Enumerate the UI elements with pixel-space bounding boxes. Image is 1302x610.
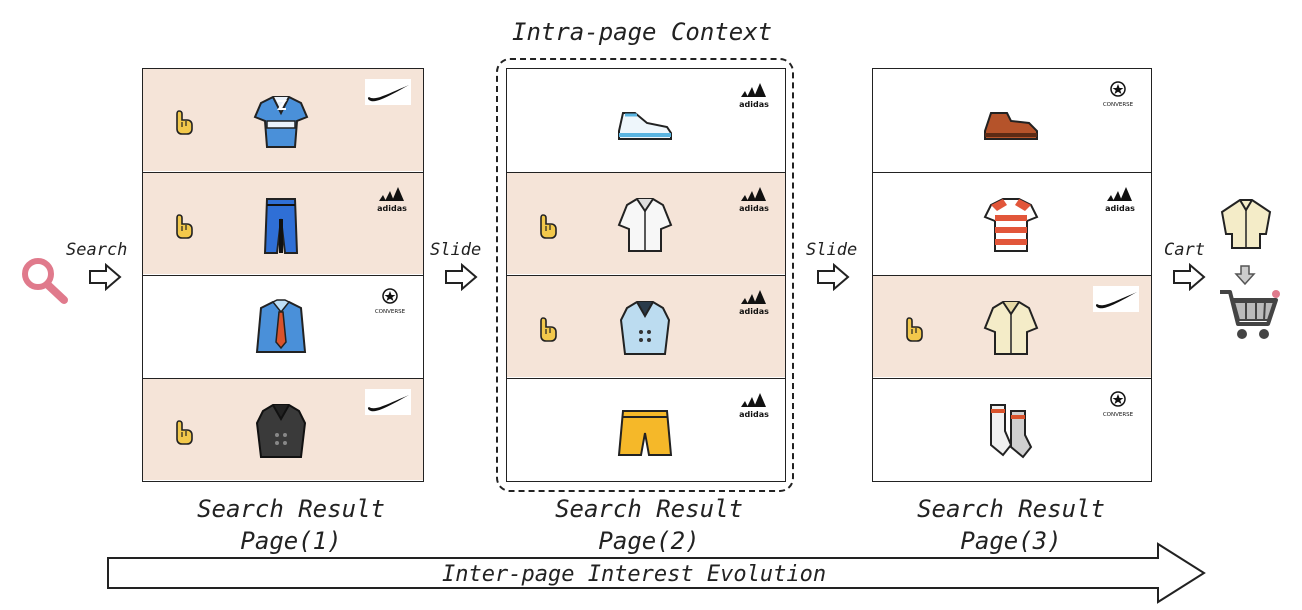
shoe-icon xyxy=(981,91,1041,155)
adidas-logo: adidas xyxy=(735,183,773,217)
svg-text:adidas: adidas xyxy=(739,410,769,419)
page-3-label-line1: Search Result xyxy=(917,495,1105,523)
click-hand-icon xyxy=(537,213,559,243)
click-hand-icon xyxy=(173,213,195,243)
page-2-label-line2: Page(2) xyxy=(598,527,700,555)
page-1-label-line2: Page(1) xyxy=(240,527,342,555)
result-item[interactable] xyxy=(143,69,423,171)
result-item[interactable]: adidas xyxy=(143,172,423,274)
result-item[interactable]: adidas xyxy=(507,378,785,480)
black-coat-icon xyxy=(251,401,311,465)
adidas-logo: adidas xyxy=(1101,183,1139,217)
search-icon xyxy=(22,258,68,304)
socks-icon xyxy=(981,401,1041,465)
search-result-page-2: adidas adidas adidas adidas xyxy=(506,68,786,482)
result-item[interactable]: adidas xyxy=(507,275,785,377)
shirt-tie-icon xyxy=(251,298,311,362)
step-slide-label-2: Slide xyxy=(806,240,858,260)
step-arrow-slide-1 xyxy=(445,263,478,291)
blue-coat-icon xyxy=(615,298,675,362)
nike-logo xyxy=(365,389,411,419)
page-2-label-line1: Search Result xyxy=(555,495,743,523)
result-item[interactable]: CONVERSE xyxy=(143,275,423,377)
step-arrow-slide-2 xyxy=(817,263,850,291)
step-cart-label: Cart xyxy=(1164,240,1205,260)
page-3-label-line2: Page(3) xyxy=(960,527,1062,555)
step-arrow-search xyxy=(89,263,122,291)
svg-text:CONVERSE: CONVERSE xyxy=(1103,102,1134,108)
converse-logo: CONVERSE xyxy=(1097,389,1139,423)
click-hand-icon xyxy=(537,316,559,346)
result-item[interactable] xyxy=(143,378,423,480)
inter-page-arrow xyxy=(107,542,1206,604)
intra-page-context-box xyxy=(496,58,794,492)
page-3-label: Search Result Page(3) xyxy=(862,493,1160,557)
click-hand-icon xyxy=(173,109,195,139)
result-item[interactable] xyxy=(873,275,1151,377)
result-item[interactable]: adidas xyxy=(507,69,785,171)
page-1-label: Search Result Page(1) xyxy=(142,493,440,557)
intra-page-context-title: Intra-page Context xyxy=(512,18,773,46)
svg-text:adidas: adidas xyxy=(739,307,769,316)
down-arrow-icon xyxy=(1234,265,1256,286)
inter-page-label: Inter-page Interest Evolution xyxy=(442,562,827,587)
page-2-label: Search Result Page(2) xyxy=(500,493,798,557)
result-item[interactable]: CONVERSE xyxy=(873,69,1151,171)
converse-logo: CONVERSE xyxy=(369,286,411,320)
step-search-label: Search xyxy=(66,240,128,260)
adidas-logo: adidas xyxy=(735,79,773,113)
svg-text:adidas: adidas xyxy=(377,204,407,213)
adidas-logo: adidas xyxy=(735,389,773,423)
adidas-logo: adidas xyxy=(373,183,411,217)
kimono-icon xyxy=(251,91,311,155)
white-shirt-icon xyxy=(615,195,675,259)
result-item[interactable]: adidas xyxy=(507,172,785,274)
shorts-icon xyxy=(615,401,675,465)
converse-logo: CONVERSE xyxy=(1097,79,1139,113)
svg-text:adidas: adidas xyxy=(1105,204,1135,213)
shopping-cart-icon xyxy=(1220,290,1280,339)
striped-tshirt-icon xyxy=(981,195,1041,259)
jeans-icon xyxy=(251,195,311,259)
svg-text:CONVERSE: CONVERSE xyxy=(1103,412,1134,418)
svg-text:CONVERSE: CONVERSE xyxy=(375,309,406,315)
click-hand-icon xyxy=(903,316,925,346)
click-hand-icon xyxy=(173,419,195,449)
nike-logo xyxy=(1093,286,1139,316)
result-item[interactable]: adidas xyxy=(873,172,1151,274)
nike-logo xyxy=(365,79,411,109)
beige-coat-icon xyxy=(1220,199,1272,249)
adidas-logo: adidas xyxy=(735,286,773,320)
svg-text:adidas: adidas xyxy=(739,204,769,213)
step-slide-label-1: Slide xyxy=(430,240,482,260)
page-1-label-line1: Search Result xyxy=(197,495,385,523)
step-arrow-cart xyxy=(1173,263,1206,291)
sneaker-icon xyxy=(615,91,675,155)
beige-coat-icon xyxy=(981,298,1041,362)
svg-text:adidas: adidas xyxy=(739,100,769,109)
result-item[interactable]: CONVERSE xyxy=(873,378,1151,480)
